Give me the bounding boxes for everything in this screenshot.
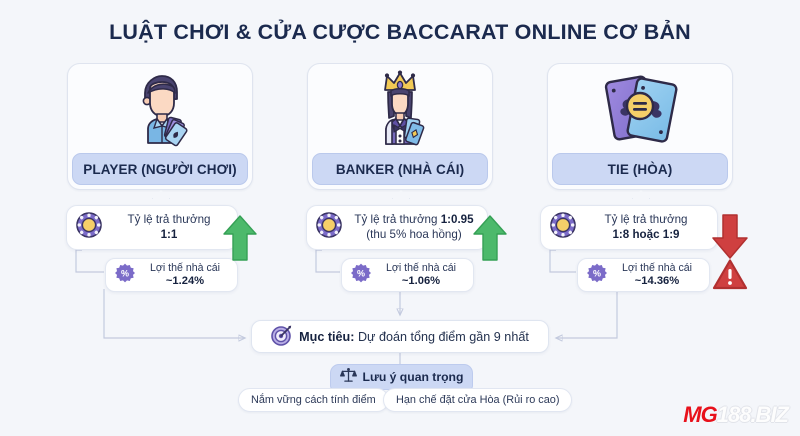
svg-text:%: % [121,268,129,278]
payout-box-player: Tỷ lệ trả thưởng 1:1 [66,205,238,250]
player-avatar-icon [68,64,252,154]
payout-text-player: Tỷ lệ trả thưởng 1:1 [110,213,228,242]
trend-arrow-up-banker [472,214,508,267]
payout-text-banker: Tỷ lệ trả thưởng 1:0.95 (thu 5% hoa hồng… [350,213,478,242]
goal-text: Dự đoán tổng điểm gần 9 nhất [357,329,529,344]
note-item-2: Hạn chế đặt cửa Hòa (Rủi ro cao) [383,388,573,412]
house-edge-title-banker: Lợi thế nhà cái [386,262,456,274]
logo-primary: MG [683,402,717,427]
house-edge-box-tie: % Lợi thế nhà cái ~14.36% [577,258,710,292]
house-edge-value-tie: ~14.36% [634,275,680,287]
percent-badge-icon: % [351,263,371,288]
payout-title-banker: Tỷ lệ trả thưởng [354,213,438,226]
logo-secondary: 188.BIZ [716,402,789,427]
bet-card-tie[interactable]: TIE (HÒA) [547,63,733,190]
payout-box-tie: Tỷ lệ trả thưởng 1:8 hoặc 1:9 [540,205,718,250]
card-tip-player [152,190,170,199]
percent-badge-icon: % [115,263,135,288]
house-edge-text-player: Lợi thế nhà cái ~1.24% [142,262,228,288]
bet-card-player[interactable]: PLAYER (NGƯỜI CHƠI) [67,63,253,190]
banker-queen-icon [308,64,492,154]
payout-title-player: Tỷ lệ trả thưởng [127,213,211,226]
casino-chip-icon [76,212,102,243]
note-item-1: Nắm vững cách tính điểm [238,388,389,412]
warning-triangle-icon [712,258,748,296]
house-edge-value-player: ~1.24% [165,275,205,287]
svg-text:%: % [593,268,601,278]
tie-cards-icon [548,64,732,154]
svg-text:%: % [357,268,365,278]
bet-card-player-label: PLAYER (NGƯỜI CHƠI) [72,153,248,185]
trend-arrow-up-player [222,214,258,267]
trend-arrow-down-tie [710,212,750,265]
house-edge-text-tie: Lợi thế nhà cái ~14.36% [614,262,700,288]
house-edge-value-banker: ~1.06% [401,275,441,287]
payout-value-banker: 1:0.95 [440,213,474,226]
bet-card-banker[interactable]: BANKER (NHÀ CÁI) [307,63,493,190]
page-title: LUẬT CHƠI & CỬA CƯỢC BACCARAT ONLINE CƠ … [109,20,691,44]
payout-value-tie: 1:8 hoặc 1:9 [612,227,680,241]
card-tip-banker [392,190,410,199]
goal-label: Mục tiêu: Dự đoán tổng điểm gần 9 nhất [299,329,529,344]
casino-chip-icon [550,212,576,243]
bet-card-tie-label: TIE (HÒA) [552,153,728,185]
house-edge-text-banker: Lợi thế nhà cái ~1.06% [378,262,464,288]
house-edge-title-player: Lợi thế nhà cái [150,262,220,274]
card-tip-tie [632,190,650,199]
bet-card-banker-label: BANKER (NHÀ CÁI) [312,153,488,185]
target-icon [271,325,292,349]
percent-badge-icon: % [587,263,607,288]
payout-title-tie: Tỷ lệ trả thưởng [604,213,688,226]
casino-chip-icon [316,212,342,243]
house-edge-box-banker: % Lợi thế nhà cái ~1.06% [341,258,474,292]
notes-heading-label: Lưu ý quan trọng [362,370,464,384]
notes-heading: Lưu ý quan trọng [330,364,473,390]
payout-text-tie: Tỷ lệ trả thưởng 1:8 hoặc 1:9 [584,213,708,242]
goal-bar: Mục tiêu: Dự đoán tổng điểm gần 9 nhất [251,320,549,353]
payout-box-banker: Tỷ lệ trả thưởng 1:0.95 (thu 5% hoa hồng… [306,205,488,250]
scales-icon [339,367,357,387]
house-edge-box-player: % Lợi thế nhà cái ~1.24% [105,258,238,292]
site-logo: MG 188.BIZ [683,402,789,428]
house-edge-title-tie: Lợi thế nhà cái [622,262,692,274]
payout-value-player: 1:1 [160,227,178,241]
payout-note-banker: (thu 5% hoa hồng) [366,227,462,241]
